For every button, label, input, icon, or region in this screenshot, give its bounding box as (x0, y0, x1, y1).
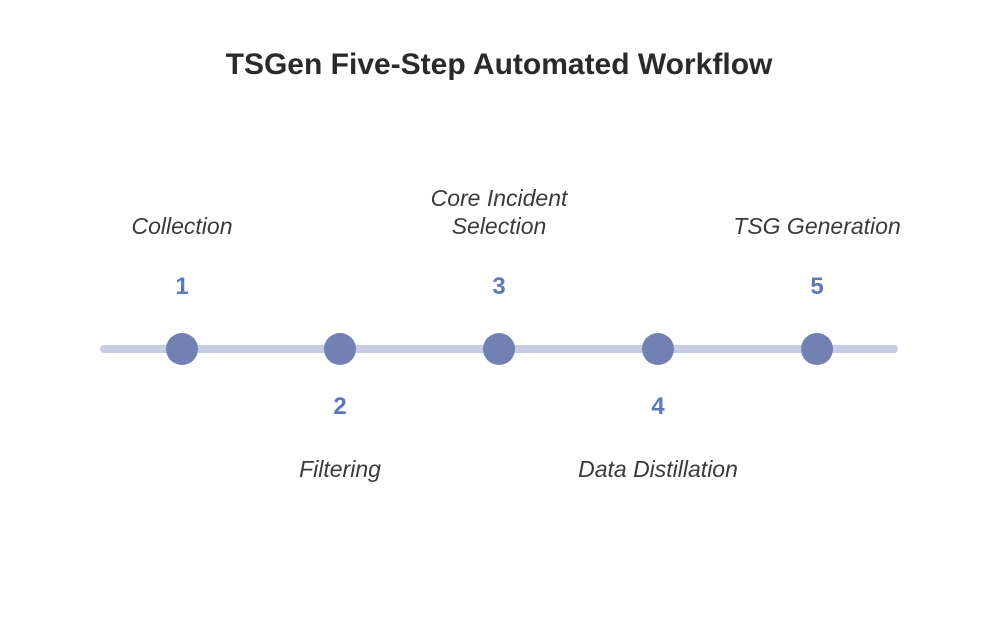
step-2-number: 2 (333, 393, 347, 420)
step-1-number: 1 (175, 273, 189, 300)
step-1-label: Collection (131, 213, 233, 239)
step-2-label: Filtering (299, 456, 381, 482)
step-5-dot (801, 333, 833, 365)
step-5-label: TSG Generation (733, 213, 901, 239)
step-2-dot (324, 333, 356, 365)
step-3-dot (483, 333, 515, 365)
step-4-dot (642, 333, 674, 365)
step-5-number: 5 (810, 273, 824, 300)
step-4-label: Data Distillation (578, 456, 738, 482)
step-3-label: Core Incident Selection (430, 185, 568, 239)
step-1-dot (166, 333, 198, 365)
step-4-number: 4 (651, 393, 665, 420)
diagram-title: TSGen Five-Step Automated Workflow (225, 48, 773, 81)
step-3-number: 3 (492, 273, 506, 300)
